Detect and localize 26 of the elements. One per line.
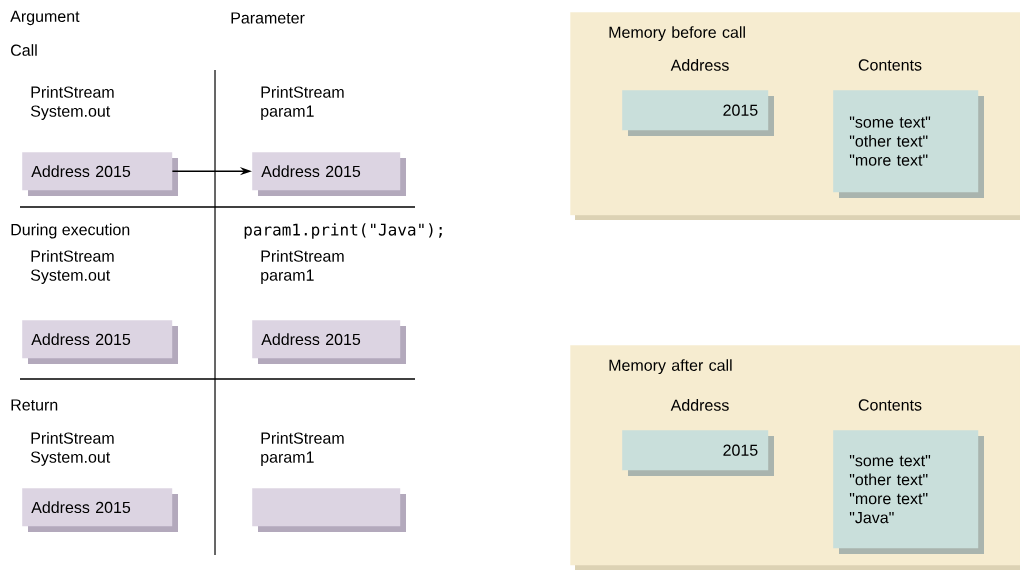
code-line: param1.print("Java"); (244, 223, 442, 239)
column-heading: Address (670, 59, 729, 71)
variable-box: Address 2015 (252, 152, 406, 196)
section-label: Argument (10, 10, 80, 26)
variable-label: PrintStream param1 (261, 250, 344, 284)
address-box: 2015 (622, 430, 774, 476)
variable-label: PrintStream System.out (30, 86, 114, 120)
column-heading: Address (670, 399, 729, 411)
variable-label: PrintStream System.out (30, 432, 114, 466)
variable-box (252, 488, 406, 532)
section-label: Parameter (231, 12, 305, 24)
variable-box: Address 2015 (22, 152, 178, 196)
contents-box: "some text" "other text" "more text" "Java" (833, 430, 984, 554)
section-label: Return (11, 399, 58, 411)
section-label: Call (11, 44, 37, 56)
column-heading: Contents (858, 399, 922, 411)
variable-label: PrintStream System.out (30, 250, 114, 284)
variable-box: Address 2015 (22, 320, 178, 364)
contents-box: "some text" "other text" "more text" (833, 90, 984, 198)
column-heading: Contents (858, 59, 922, 71)
address-box: 2015 (622, 90, 774, 136)
variable-box: Address 2015 (252, 320, 406, 364)
variable-label: PrintStream param1 (261, 432, 344, 466)
section-label: During execution (11, 223, 130, 239)
variable-label: PrintStream param1 (261, 86, 344, 120)
variable-box: Address 2015 (22, 488, 178, 532)
